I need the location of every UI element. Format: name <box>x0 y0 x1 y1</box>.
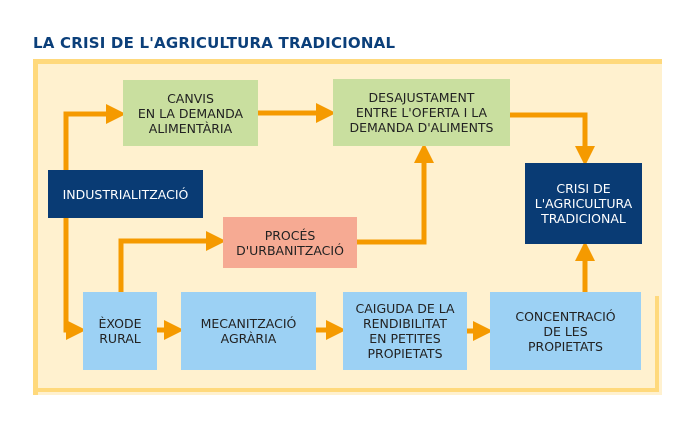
arrow-exode-proces <box>118 231 226 292</box>
node-crisi: CRISI DE L'AGRICULTURA TRADICIONAL <box>525 163 642 244</box>
node-caiguda-rendibilitat: CAIGUDA DE LA RENDIBILITAT EN PETITES PR… <box>343 292 467 370</box>
node-concentracio: CONCENTRACIÓ DE LES PROPIETATS <box>490 292 641 370</box>
node-mecanitzacio: MECANITZACIÓ AGRÀRIA <box>181 292 316 370</box>
node-exode-rural: ÈXODE RURAL <box>83 292 157 370</box>
arrow-proces-desajustament <box>357 143 434 245</box>
diagram-frame-shadow <box>33 296 659 392</box>
node-proces-urbanitzacio: PROCÉS D'URBANITZACIÓ <box>223 217 357 268</box>
node-industrialitzacio: INDUSTRIALITZACIÓ <box>48 170 203 218</box>
arrow-industrialitzacio-exode <box>63 218 86 340</box>
arrow-industrialitzacio-canvis <box>63 104 126 170</box>
arrow-desajustament-crisi <box>510 112 595 166</box>
node-canvis-demanda: CANVIS EN LA DEMANDA ALIMENTÀRIA <box>123 80 258 146</box>
node-desajustament: DESAJUSTAMENT ENTRE L'OFERTA I LA DEMAND… <box>333 79 510 146</box>
diagram-title: LA CRISI DE L'AGRICULTURA TRADICIONAL <box>33 34 396 52</box>
